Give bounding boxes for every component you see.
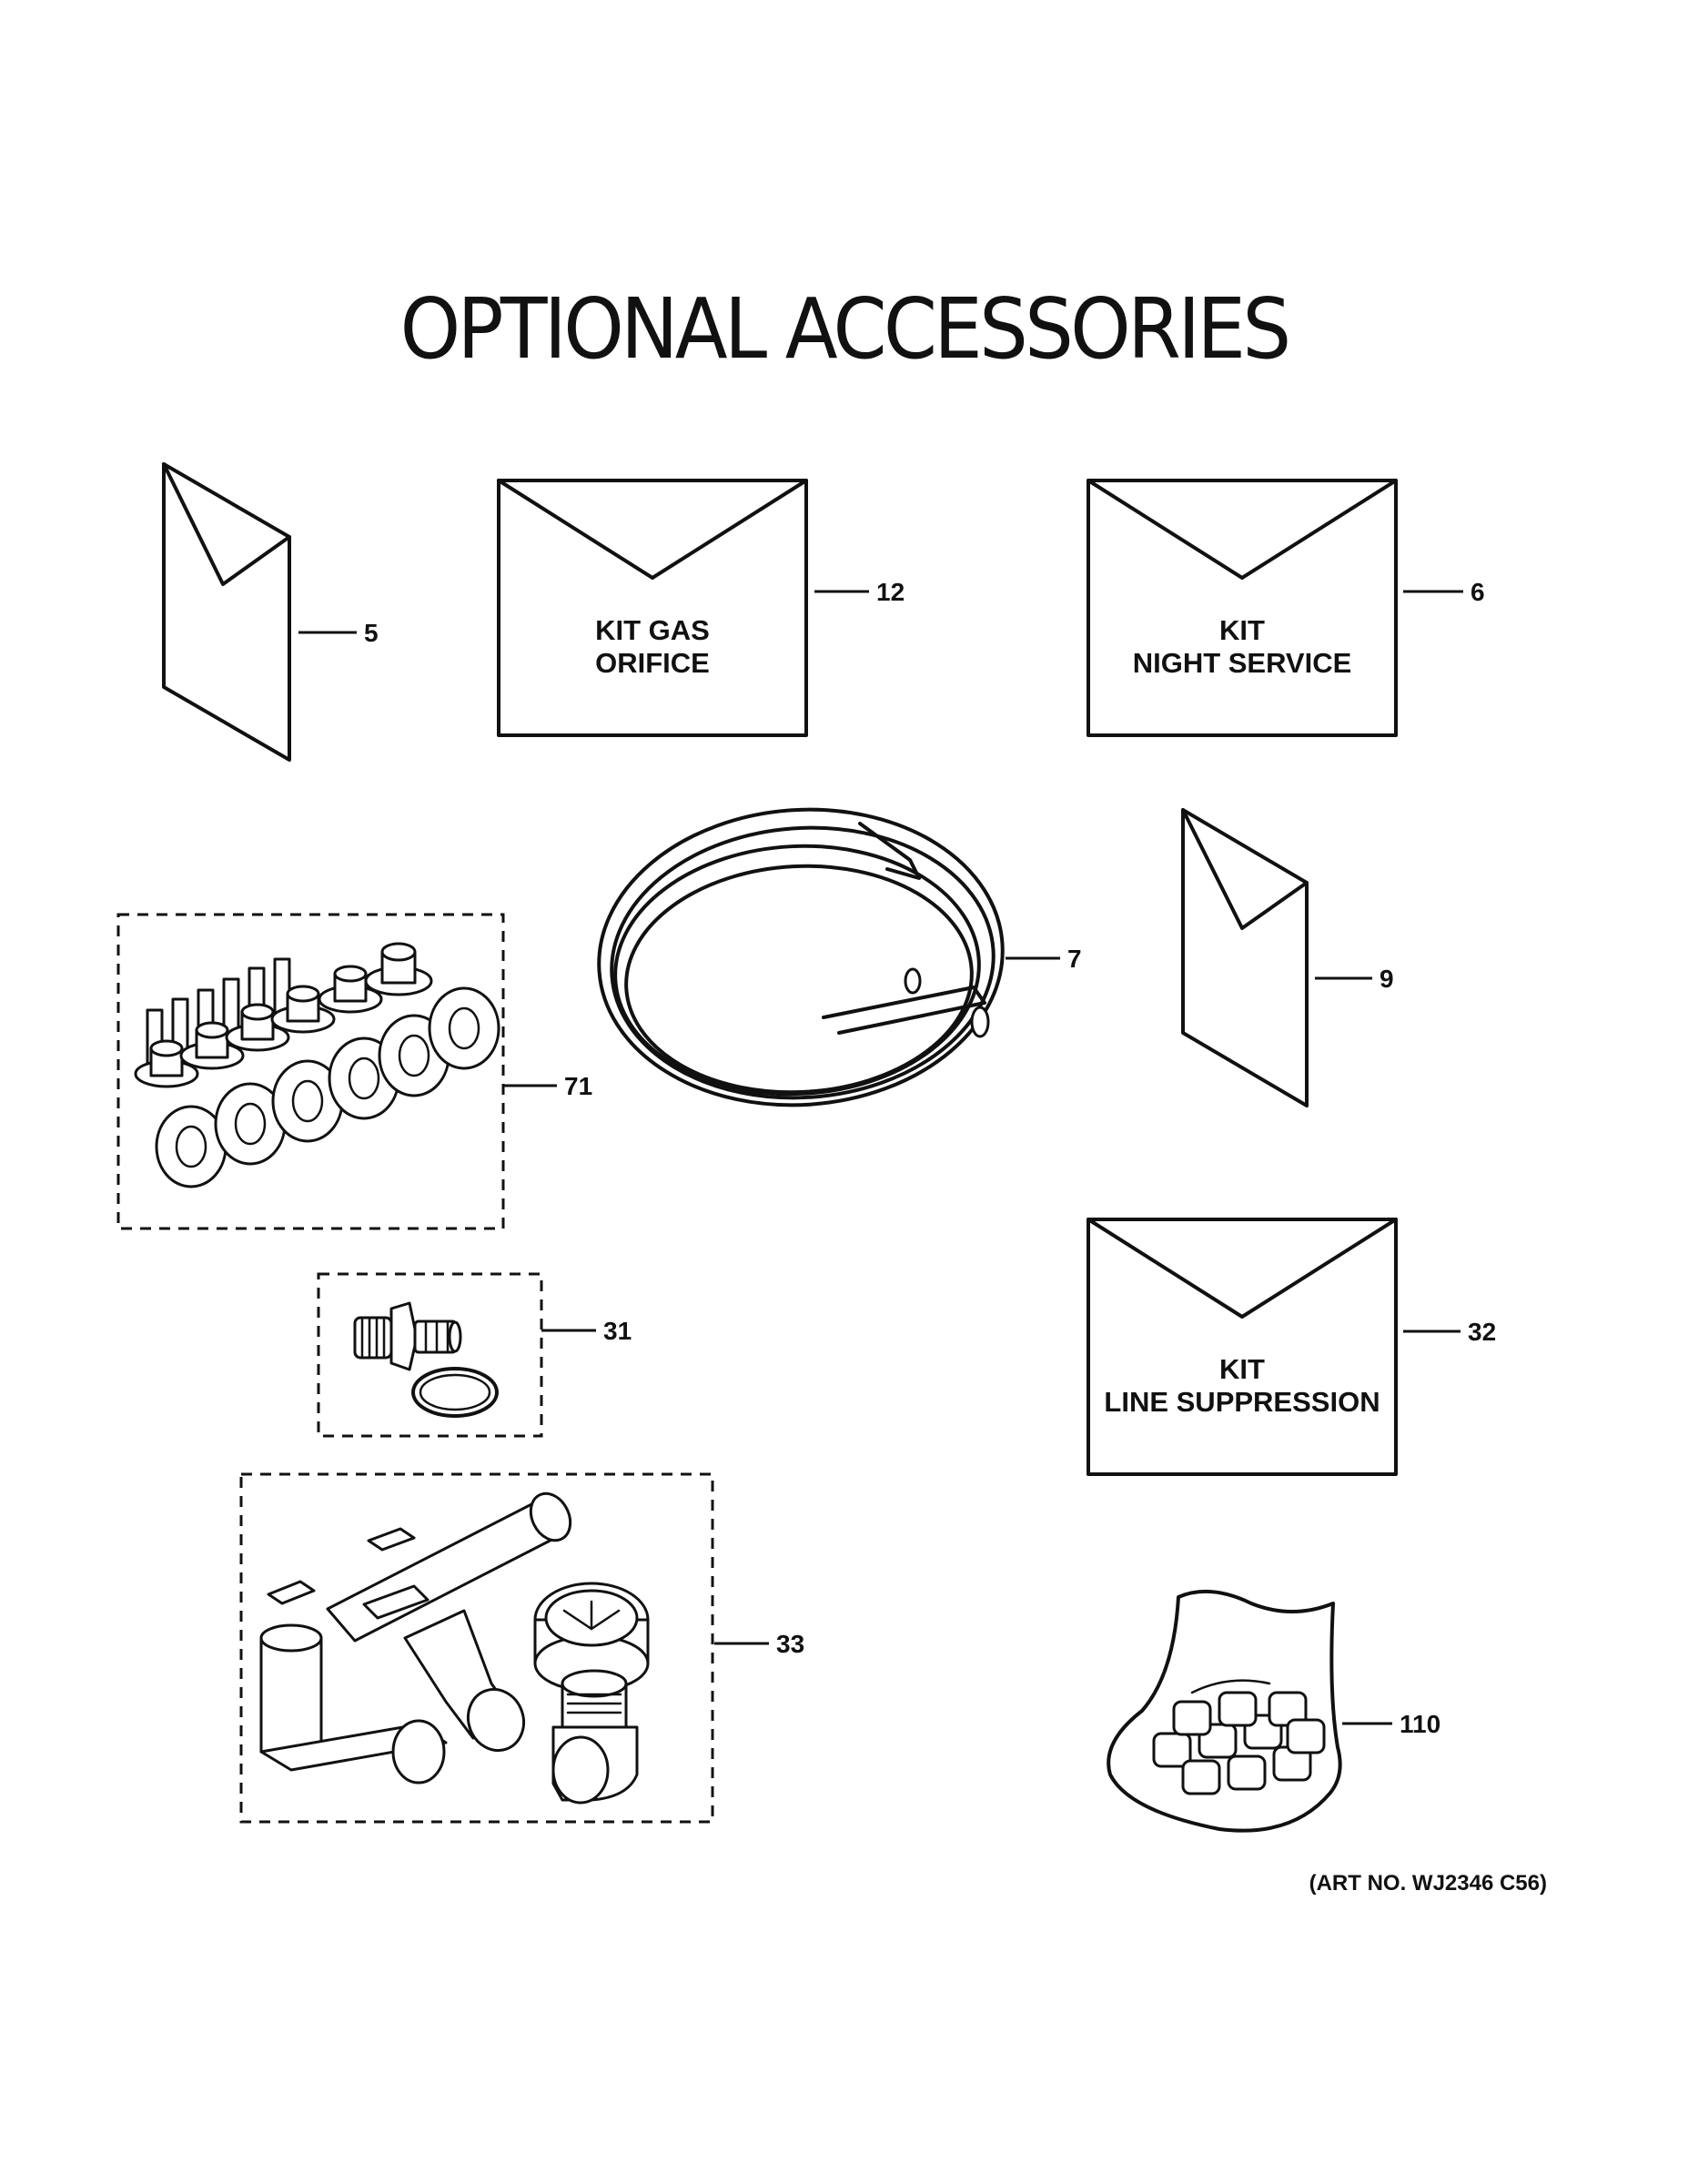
callout-71: 71	[564, 1072, 592, 1100]
fitting-box	[317, 1272, 543, 1438]
envelope-icon	[497, 479, 808, 737]
callout-5: 5	[364, 619, 379, 647]
folded-manual-icon	[1181, 808, 1309, 1107]
orifice-set-icon	[134, 942, 500, 1188]
callout-32: 32	[1468, 1318, 1496, 1346]
kit-line-suppression-line2: LINE SUPPRESSION	[1104, 1386, 1380, 1418]
fitting-icon	[353, 1301, 499, 1418]
kit-gas-orifice-line1: KIT GAS	[595, 614, 710, 646]
kit-gas-orifice-line2: ORIFICE	[595, 647, 710, 679]
callout-110: 110	[1400, 1710, 1440, 1738]
screw-bag-icon	[1107, 1589, 1342, 1833]
callout-33: 33	[776, 1630, 804, 1658]
callout-6: 6	[1471, 578, 1485, 606]
tubing-coil-icon	[597, 807, 1005, 1107]
folded-manual-icon	[162, 462, 291, 762]
envelope-icon	[1087, 1218, 1398, 1476]
callout-12: 12	[876, 578, 905, 606]
kit-night-service-line1: KIT	[1219, 614, 1265, 646]
callout-31: 31	[603, 1317, 632, 1345]
callout-7: 7	[1067, 945, 1082, 973]
page-title: OPTIONAL ACCESSORIES	[399, 280, 1291, 378]
callout-9: 9	[1380, 965, 1394, 993]
manifold-box	[239, 1472, 714, 1824]
kit-line-suppression-line1: KIT	[1219, 1353, 1265, 1385]
manifold-icon	[259, 1491, 650, 1805]
kit-night-service-line2: NIGHT SERVICE	[1133, 647, 1352, 679]
envelope-icon	[1087, 479, 1398, 737]
orifice-set-box	[116, 913, 505, 1230]
art-number: (ART NO. WJ2346 C56)	[1309, 1871, 1547, 1896]
